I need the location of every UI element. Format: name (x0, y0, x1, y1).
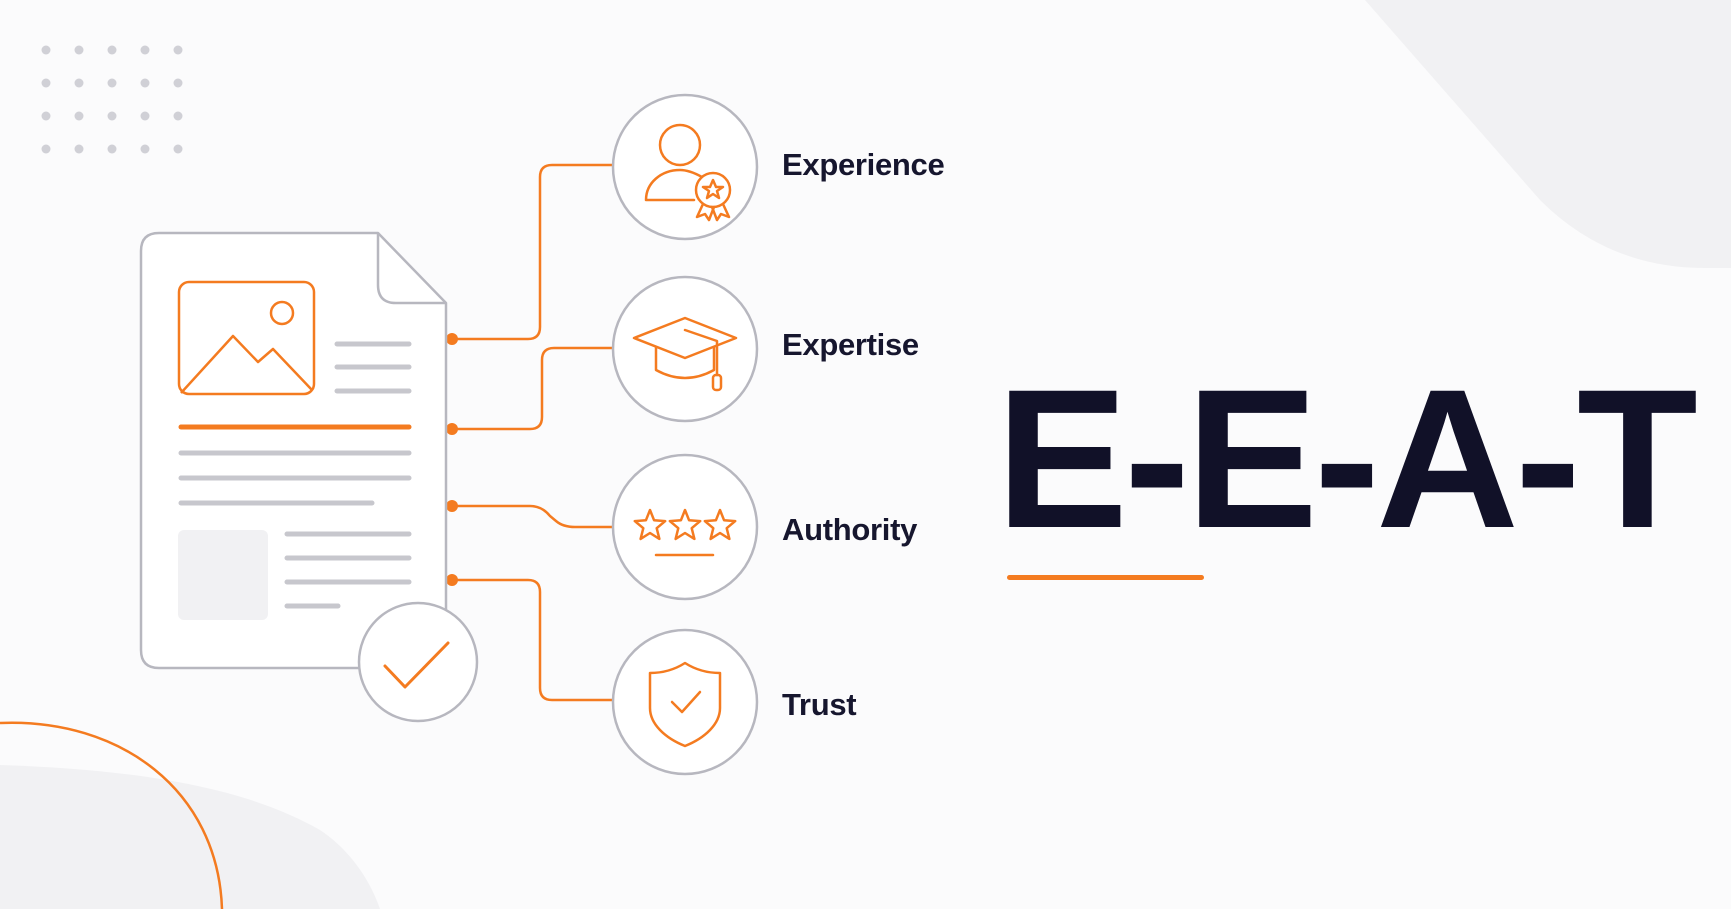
check-badge (357, 601, 479, 723)
grid-dot (107, 144, 117, 154)
connector-dot-experience (446, 333, 458, 345)
grid-dot (107, 78, 117, 88)
grid-dot (41, 45, 51, 55)
grid-dot (41, 144, 51, 154)
grid-dot (140, 78, 150, 88)
connector-trust (450, 578, 614, 702)
star-icon (703, 508, 737, 541)
checkmark-icon (383, 641, 450, 689)
grid-dot (140, 144, 150, 154)
pillar-circle-authority (611, 453, 759, 601)
image-placeholder-icon (177, 280, 316, 396)
pillar-expertise (611, 275, 759, 423)
grid-dot (140, 45, 150, 55)
connector-lines (450, 163, 614, 702)
connector-dots (446, 333, 458, 586)
user-award-icon (644, 123, 732, 222)
document-media-block (178, 530, 268, 620)
background-blob-bottom-left (0, 765, 380, 909)
shield-check-icon (648, 661, 722, 748)
connector-dot-trust (446, 574, 458, 586)
document-fold (376, 233, 446, 305)
pillar-label-expertise: Expertise (782, 327, 919, 362)
grid-dot (41, 111, 51, 121)
connector-authority (450, 504, 614, 529)
grid-dot (173, 111, 183, 121)
connector-expertise (450, 346, 614, 431)
document-illustration (139, 231, 479, 723)
grid-dot (74, 144, 84, 154)
dot-grid (41, 45, 183, 154)
star-icon (633, 508, 667, 541)
grid-dot (173, 144, 183, 154)
main-title: E-E-A-T (996, 348, 1698, 569)
connector-experience (450, 163, 614, 341)
grid-dot (74, 45, 84, 55)
grid-dot (173, 45, 183, 55)
pillar-label-authority: Authority (782, 512, 918, 547)
grid-dot (173, 78, 183, 88)
pillar-circle-expertise (611, 275, 759, 423)
document-text-lines (178, 341, 412, 609)
pillar-authority (611, 453, 759, 601)
grid-dot (74, 78, 84, 88)
accent-arc-bottom-left (0, 721, 224, 909)
pillar-experience (611, 93, 759, 241)
three-stars-icon (633, 508, 737, 541)
grid-dot (41, 78, 51, 88)
connector-dot-expertise (446, 423, 458, 435)
star-icon (668, 508, 702, 541)
grid-dot (140, 111, 150, 121)
pillar-label-trust: Trust (782, 687, 857, 722)
grid-dot (107, 111, 117, 121)
pillar-label-experience: Experience (782, 147, 945, 182)
background-blob-top-right (1365, 0, 1731, 268)
grid-dot (74, 111, 84, 121)
pillar-circle-trust (611, 628, 759, 776)
grid-dot (107, 45, 117, 55)
graduation-cap-icon (632, 316, 738, 392)
connector-dot-authority (446, 500, 458, 512)
title-underline (1007, 575, 1204, 580)
pillar-circle-experience (611, 93, 759, 241)
pillar-trust (611, 628, 759, 776)
